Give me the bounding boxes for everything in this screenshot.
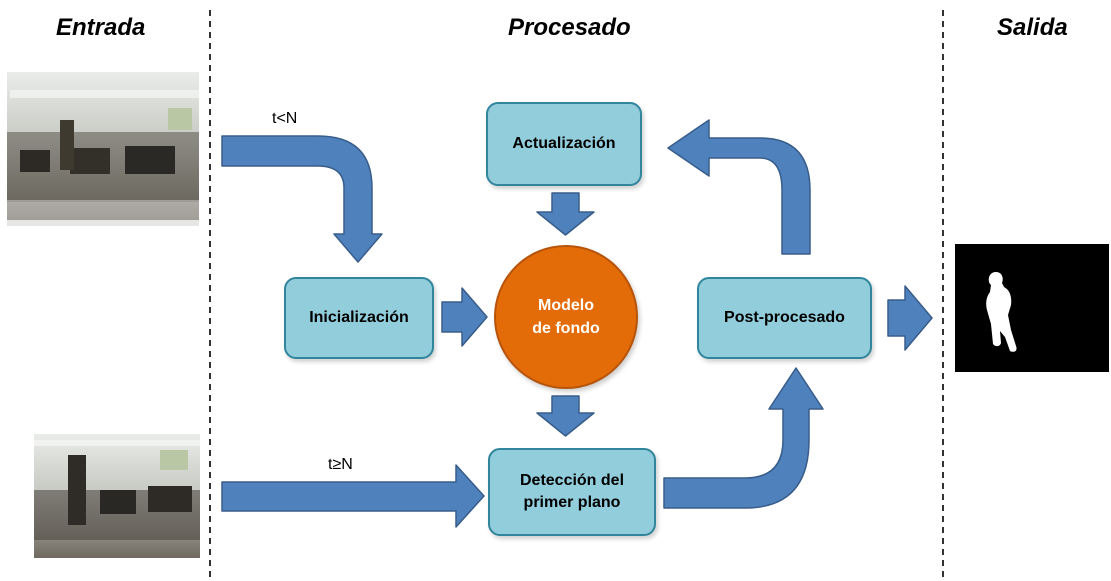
arrow-update-to-model [536, 192, 595, 236]
arrow-post-to-output [887, 285, 933, 351]
section-title-output: Salida [997, 14, 1068, 41]
arrow-post-to-update [667, 119, 811, 255]
input-frame-single [34, 434, 200, 558]
arrow-init-path [221, 135, 383, 263]
arrow-detection-to-post [663, 367, 824, 509]
input-frame-stack [7, 72, 200, 226]
arrow-model-to-detection [536, 395, 595, 437]
block-modelo-de-fondo: Modelo de fondo [494, 245, 638, 389]
block-inicializacion: Inicialización [284, 277, 434, 359]
output-silhouette [955, 244, 1109, 372]
label-t-geq-n: t≥N [328, 456, 353, 473]
section-title-processing: Procesado [508, 14, 631, 41]
block-post-procesado: Post-procesado [697, 277, 872, 359]
block-actualizacion: Actualización [486, 102, 642, 186]
block-deteccion: Detección del primer plano [488, 448, 656, 536]
section-title-input: Entrada [56, 14, 146, 41]
label-t-less-n: t<N [272, 110, 298, 127]
arrow-init-to-model [441, 287, 488, 347]
arrow-detection-path [221, 464, 485, 528]
